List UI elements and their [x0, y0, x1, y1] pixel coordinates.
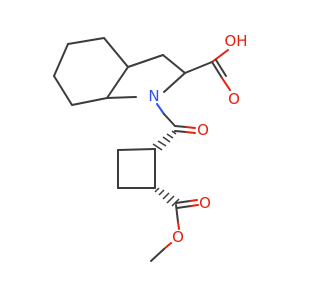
carboxylic-acid-group: [184, 49, 231, 91]
hashed-wedge-2: [154, 187, 180, 207]
cyclohexane-ring: [53, 37, 129, 106]
hashed-wedge-1: [152, 130, 177, 151]
ester-carbonyl-oxygen-label: O: [199, 194, 211, 212]
pyrrolidine-ring: [106, 54, 186, 99]
ester-oxygen-label: O: [172, 228, 184, 246]
molecule-structure: OH O N O O O: [53, 32, 248, 262]
amide-group: [156, 103, 196, 134]
carboxyl-oxygen-label: O: [228, 90, 240, 108]
cyclobutane-ring: [117, 148, 156, 189]
nitrogen-label: N: [148, 87, 159, 105]
hydroxyl-label: OH: [224, 32, 247, 50]
amide-oxygen-label: O: [197, 121, 209, 139]
methyl-ester-group: [150, 199, 199, 262]
